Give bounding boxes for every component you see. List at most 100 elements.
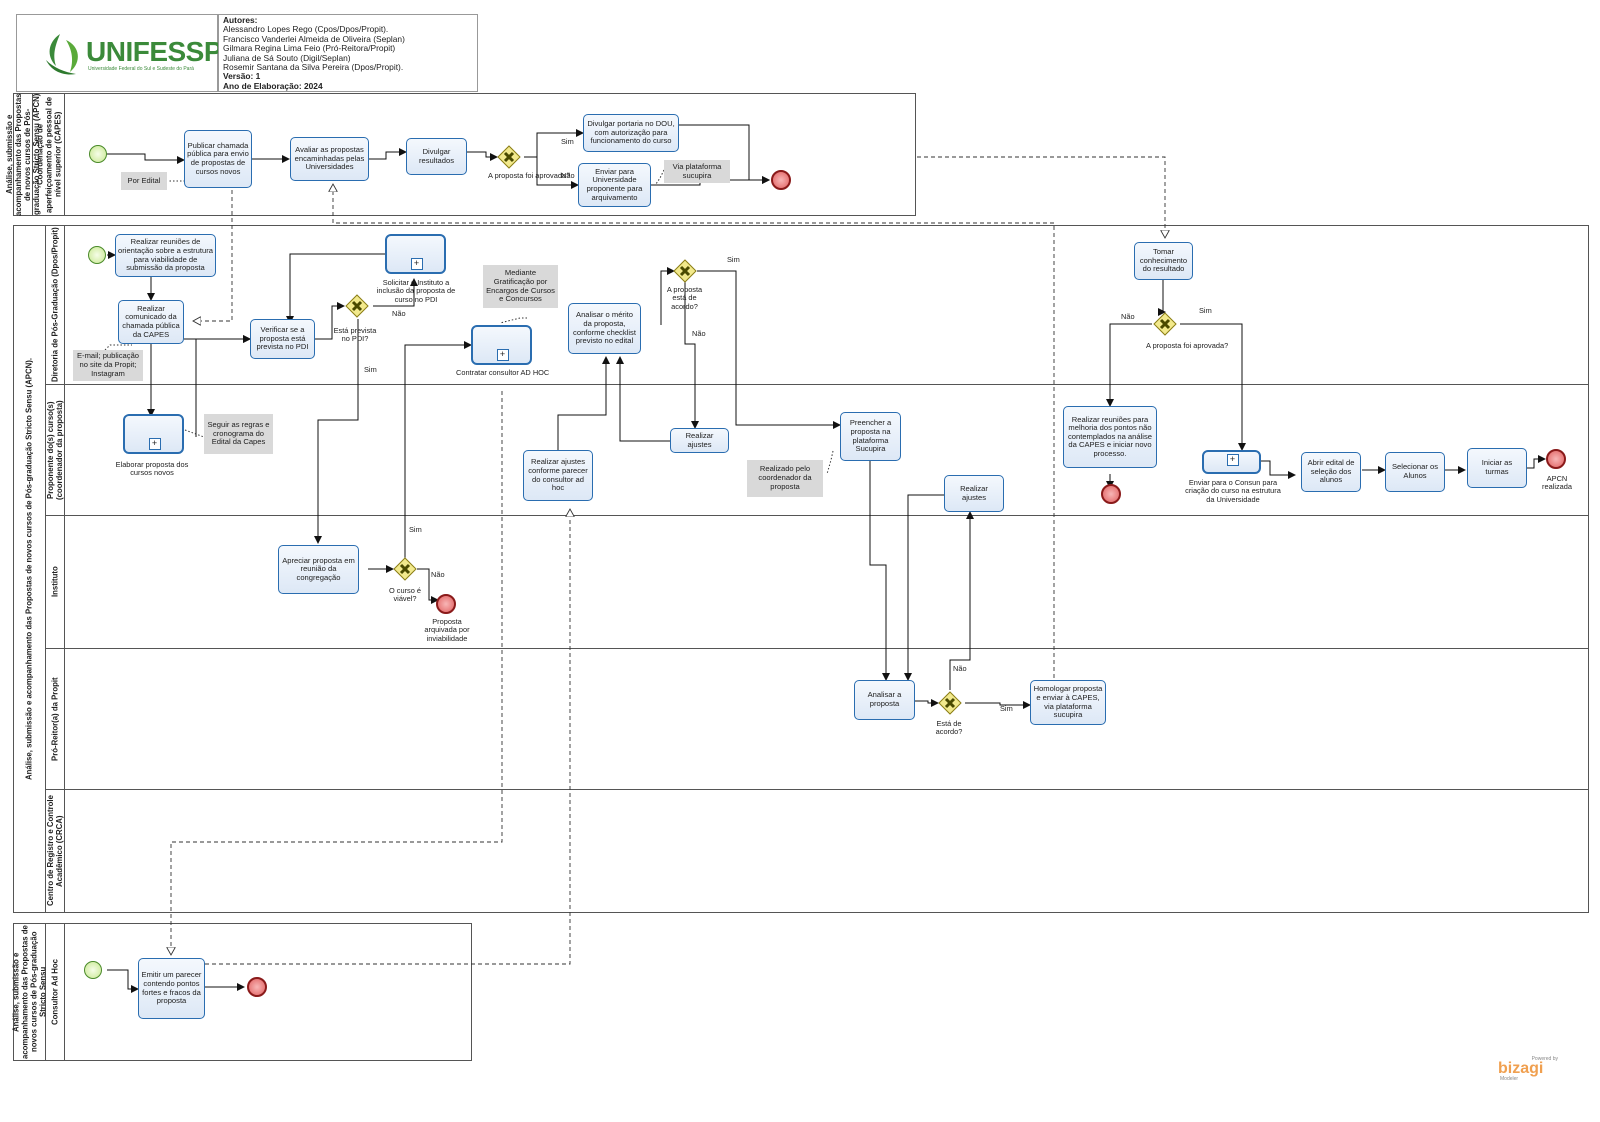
task-realizar-reunioes[interactable]: Realizar reuniões de orientação sobre a … [115,234,216,277]
task-emitir-parecer[interactable]: Emitir um parecer contendo pontos fortes… [138,958,205,1019]
task-analisar-proposta[interactable]: Analisar a proposta [854,680,915,720]
leaf-icon [46,34,78,75]
task-verificar-pdi[interactable]: Verificar se a proposta está prevista no… [250,319,315,359]
flow-sim-capes: Sim [561,137,574,146]
expand-icon: + [1226,454,1239,466]
gateway-pdi-label: Está prevista no PDI? [333,326,377,344]
annotation-via-sucupira: Via plataforma sucupira [664,160,730,183]
subprocess-enviar-consun[interactable]: + [1202,450,1261,474]
gateway-viavel-label: O curso é viável? [388,586,422,604]
bizagi-product: Modeler [1500,1076,1519,1082]
authors-title: Autores: [223,15,258,25]
task-realizar-comunicado[interactable]: Realizar comunicado da chamada pública d… [118,300,184,344]
bizagi-branding: Powered by bizagi Modeler [1498,1056,1558,1082]
gateway-capes-aprovada [497,145,521,169]
main-pool [13,225,1589,913]
task-apreciar-proposta[interactable]: Apreciar proposta em reunião da congrega… [278,545,359,594]
flow-sim-viavel: Sim [409,525,422,534]
flow-sim-acordo1: Sim [727,255,740,264]
task-preencher-sucupira[interactable]: Preencher a proposta na plataforma Sucup… [840,412,901,461]
author-3: Gilmara Regina Lima Feio (Pró-Reitora/Pr… [223,43,396,54]
capes-lane-label [33,93,65,216]
gateway-esta-acordo [938,691,962,715]
author-5: Rosemir Santana da Silva Pereira (Dpos/P… [223,62,404,73]
logo-text: UNIFESSPA [86,36,240,67]
annotation-email: E-mail; publicação no site da Propit; In… [73,350,143,381]
end-event-novo-processo [1101,484,1121,504]
task-homologar[interactable]: Homologar proposta e enviar à CAPES, via… [1030,680,1106,725]
subprocess-consun-label: Enviar para o Consun para criação do cur… [1185,478,1281,504]
end-event-capes [771,170,791,190]
gateway-curso-viavel [393,557,417,581]
subprocess-solicitar-instituto[interactable]: + [385,234,446,274]
flow-nao-viavel: Não [431,570,445,579]
expand-icon: + [148,438,161,450]
year: Ano de Elaboração: 2024 [223,80,323,91]
lane-crca [46,789,1589,790]
flow-nao-capes: Não [561,171,575,180]
task-realizar-ajustes-1[interactable]: Realizar ajustes [670,428,729,453]
subprocess-elaborar-proposta[interactable]: + [123,414,184,454]
gateway-aprovada-final [1153,312,1177,336]
task-publicar-chamada[interactable]: Publicar chamada pública para envio de p… [184,130,252,188]
task-reunioes-melhoria[interactable]: Realizar reuniões para melhoria dos pont… [1063,406,1157,468]
start-event-adhoc [84,961,102,979]
gateway-aprovada2-label: A proposta foi aprovada? [1146,341,1229,350]
flow-nao-pdi: Não [392,309,406,318]
adhoc-pool [13,923,472,1061]
subprocess-contratar-label: Contratar consultor AD HOC [456,368,550,377]
author-2: Francisco Vanderlei Almeida de Oliveira … [223,33,405,44]
flow-sim-acordo2: Sim [1000,704,1013,713]
task-avaliar-propostas[interactable]: Avaliar as propostas encaminhadas pelas … [290,137,369,181]
adhoc-lane-label [46,923,65,1061]
task-analisar-merito[interactable]: Analisar o mérito da proposta, conforme … [568,303,641,354]
adhoc-pool-label [13,923,46,1061]
task-selecionar-alunos[interactable]: Selecionar os Alunos [1385,452,1445,492]
gateway-capes-label: A proposta foi aprovada? [488,171,571,180]
expand-icon: + [410,258,423,270]
lane-proponente [46,384,1589,385]
task-realizar-ajustes-2[interactable]: Realizar ajustes [944,475,1004,512]
gateway-acordo2-label: Está de acordo? [935,719,963,737]
unifesspa-logo: UNIFESSPA Universidade Federal do Sul e … [16,14,240,92]
subprocess-elaborar-label: Elaborar proposta dos cursos novos [115,460,189,478]
task-divulgar-resultados[interactable]: Divulgar resultados [406,138,467,175]
gateway-acordo-merito [673,259,697,283]
capes-pool-label [13,93,33,216]
task-iniciar-turmas[interactable]: Iniciar as turmas [1467,448,1527,488]
end-event-adhoc [247,977,267,997]
subprocess-contratar-consultor[interactable]: + [471,325,532,365]
start-event-dpos [88,246,106,264]
end-event-apcn [1546,449,1566,469]
start-event-capes [89,145,107,163]
bizagi-logo: bizagi [1498,1060,1544,1077]
annotation-por-edital: Por Edital [121,172,167,190]
main-lanes-label-col [46,225,65,913]
capes-pool [13,93,916,216]
task-abrir-edital[interactable]: Abrir edital de seleção dos alunos [1301,452,1361,492]
task-tomar-conhecimento[interactable]: Tomar conhecimento do resultado [1134,242,1193,280]
gateway-acordo1-label: A proposta está de acordo? [666,285,703,311]
task-divulgar-portaria[interactable]: Divulgar portaria no DOU, com autorizaçã… [583,114,679,152]
flow-sim-aprovada2: Sim [1199,306,1212,315]
powered-by: Powered by [1531,1056,1558,1062]
task-enviar-universidade[interactable]: Enviar para Universidade proponente para… [578,163,651,207]
lane-propit [46,648,1589,649]
gateway-prevista-pdi [345,294,369,318]
expand-icon: + [496,349,509,361]
end-event-arquivada [436,594,456,614]
end-arquivada-label: Proposta arquivada por inviabilidade [424,617,470,643]
flow-nao-acordo1: Não [692,329,706,338]
annotation-coordenador: Realizado pelo coordenador da proposta [747,460,823,497]
task-ajustes-parecer[interactable]: Realizar ajustes conforme parecer do con… [523,450,593,501]
lane-instituto [46,515,1589,516]
flow-nao-acordo2: Não [953,664,967,673]
subprocess-solicitar-label: Solicitar o Instituto a inclusão da prop… [376,278,456,304]
main-pool-label [13,225,46,913]
author-4: Juliana de Sá Souto (Digil/Seplan) [223,52,351,63]
version: Versão: 1 [223,71,261,82]
annotation-gratificacao: Mediante Gratificação por Encargos de Cu… [483,265,558,308]
flow-nao-aprovada2: Não [1121,312,1135,321]
flow-sim-pdi: Sim [364,365,377,374]
